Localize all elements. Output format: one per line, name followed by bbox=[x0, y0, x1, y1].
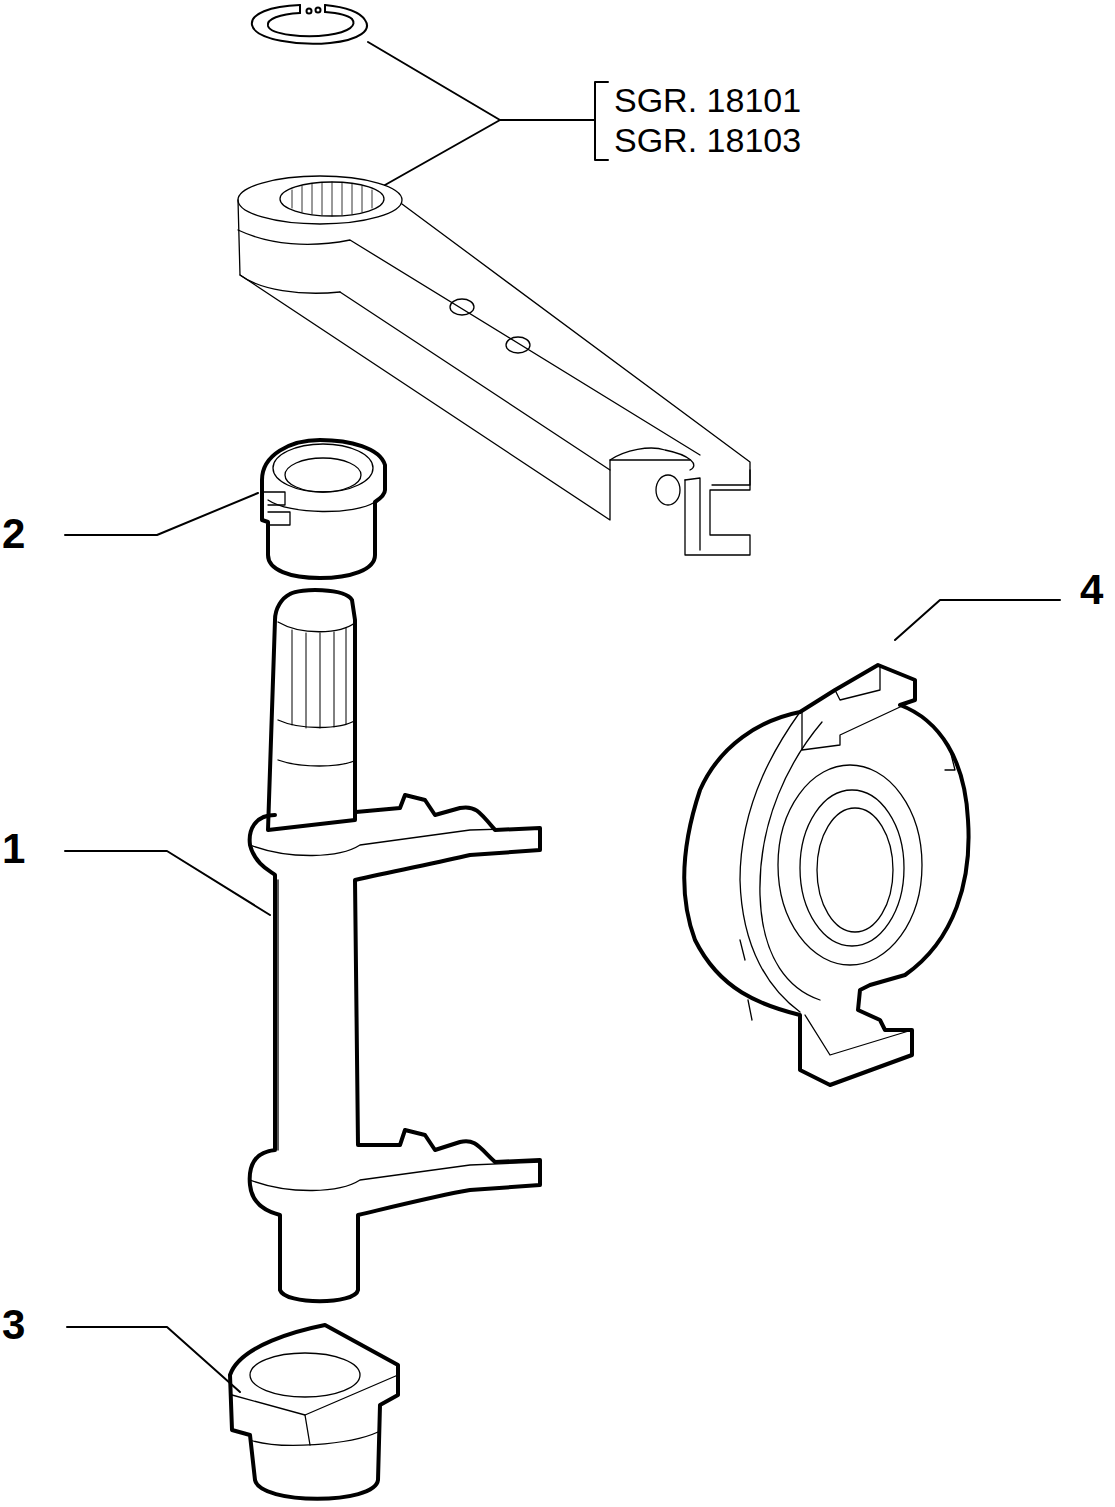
bracket bbox=[595, 82, 608, 160]
callout-number: 2 bbox=[2, 511, 25, 557]
release-lever bbox=[238, 176, 750, 555]
release-shaft bbox=[250, 590, 540, 1301]
leader-line bbox=[368, 42, 608, 185]
bush-lower bbox=[230, 1325, 398, 1499]
bush-upper bbox=[262, 440, 385, 578]
part-code: SGR. 18101 bbox=[614, 80, 801, 120]
release-bearing bbox=[684, 665, 968, 1085]
circlip bbox=[252, 5, 367, 44]
callout-number: 1 bbox=[2, 826, 25, 872]
part-code: SGR. 18103 bbox=[614, 120, 801, 160]
leader-line bbox=[65, 493, 1060, 1392]
callout-number: 3 bbox=[2, 1302, 25, 1348]
callout-number: 4 bbox=[1080, 567, 1103, 613]
